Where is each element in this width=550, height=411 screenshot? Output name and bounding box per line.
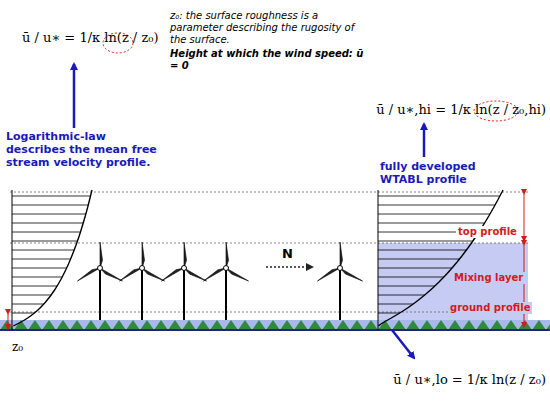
note-text: z₀: the surface roughness is a parameter… (170, 10, 365, 46)
ground-roughness (0, 320, 550, 330)
callout-text: Logarithmic-law describes the mean free … (6, 130, 166, 170)
layer-label: Mixing layer (452, 272, 525, 284)
formula: ū / u∗,hi = 1/κ ln(z / z₀,hi) (376, 102, 546, 118)
mixing-region (378, 243, 528, 328)
note-text: Height at which the wind speed: ū = 0 (170, 48, 365, 72)
callout-text: fully developed WTABL profile (380, 160, 495, 186)
turbines (77, 242, 362, 320)
roughness-label: z₀ (12, 340, 23, 354)
formula: ū / u∗ = 1/κ ln(z / z₀) (22, 30, 159, 46)
layer-label: ground profile (448, 302, 532, 314)
layer-lines (10, 192, 528, 312)
formula: ū / u∗,lo = 1/κ ln(z / z₀) (393, 372, 546, 388)
layer-brackets (8, 194, 524, 329)
layer-label: top profile (456, 226, 519, 238)
direction-label: N (282, 246, 293, 262)
flow-arrow (266, 266, 312, 268)
leader-arrows (74, 64, 424, 358)
velocity-profiles (12, 190, 503, 330)
